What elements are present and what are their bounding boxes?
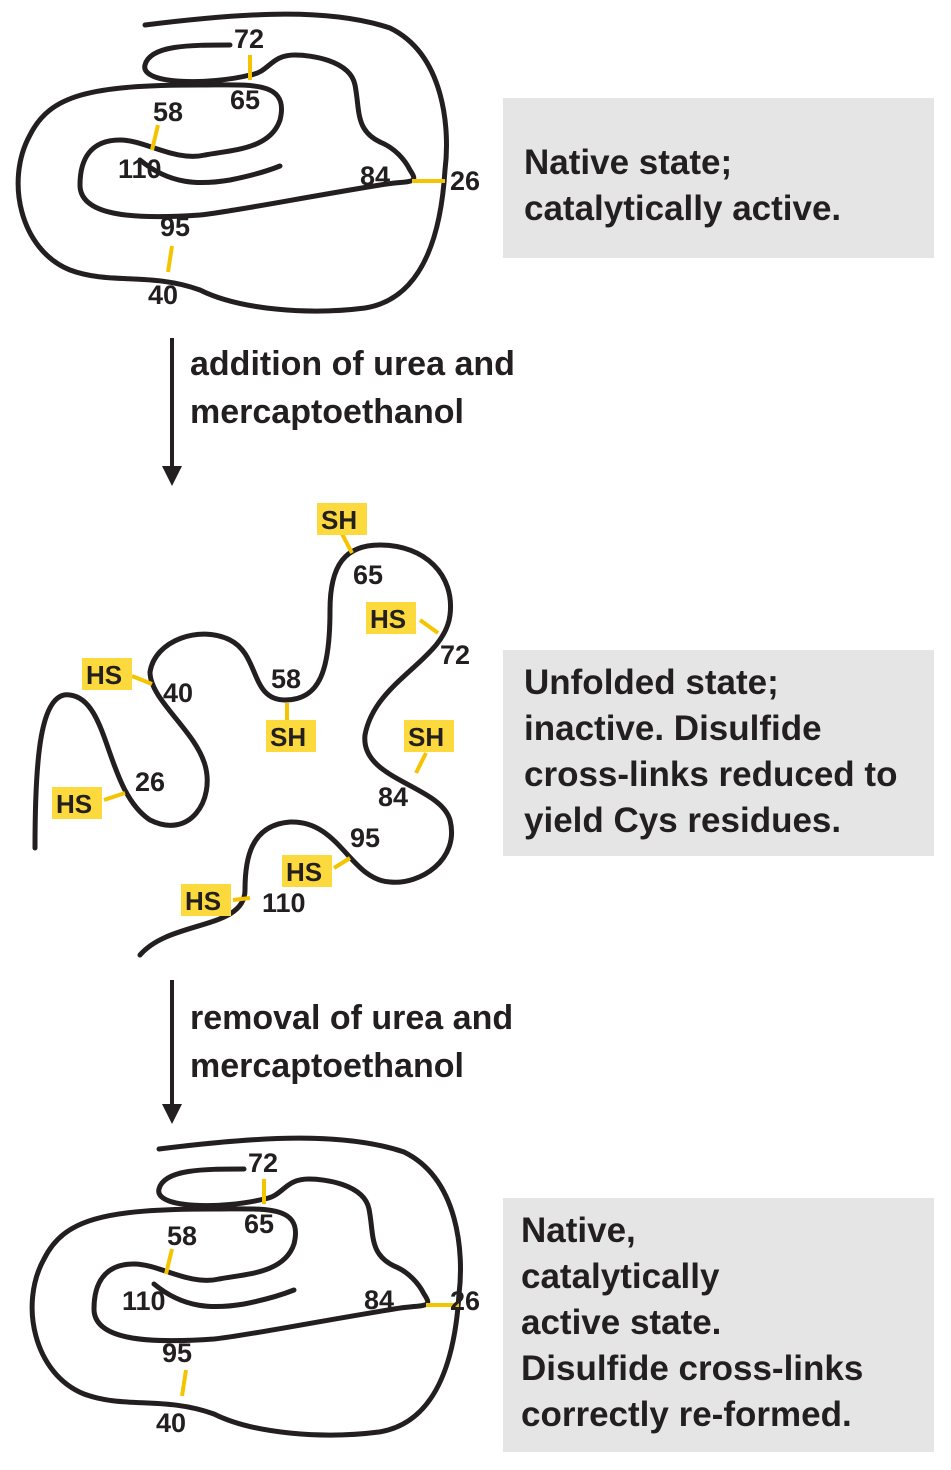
step-line: mercaptoethanol [190, 1047, 464, 1085]
thiol-tag: HS [366, 602, 416, 634]
residue-label: 84 [364, 1285, 394, 1315]
unfolded-state-panel [503, 650, 934, 856]
panel-line: Disulfide cross-links [521, 1349, 864, 1388]
svg-text:HS: HS [56, 789, 92, 819]
residue-label: 110 [262, 888, 306, 918]
thiol-bond-26 [103, 791, 126, 802]
residue-label: 110 [122, 1286, 166, 1316]
native-top-chain-tail [137, 157, 283, 186]
refolded-state-panel-text: Native, catalytically active state. Disu… [521, 1208, 863, 1438]
arrow-renature [162, 980, 182, 1124]
panel-line: Unfolded state; [524, 663, 779, 702]
residue-label: 26 [135, 767, 165, 797]
disulfide-58-110 [150, 124, 160, 151]
thiol-tag: HS [282, 855, 332, 887]
residue-label: 84 [360, 161, 390, 191]
panel-line: Native, [521, 1211, 636, 1250]
svg-text:HS: HS [286, 857, 322, 887]
panel-line: inactive. Disulfide [524, 709, 822, 748]
residue-label: 72 [234, 24, 264, 54]
svg-text:SH: SH [321, 505, 357, 535]
thiol-bond-40 [131, 674, 153, 686]
step-line: addition of urea and [190, 345, 515, 383]
thiol-bond-84 [414, 752, 428, 774]
thiol-tag: HS [82, 658, 132, 690]
denature-step-label: addition of urea and mercaptoethanol [190, 340, 515, 436]
disulfide-58-110 [164, 1248, 174, 1275]
residue-label: 58 [167, 1221, 197, 1251]
native-state-panel [503, 98, 934, 258]
residue-label: 110 [118, 154, 162, 184]
panel-line: yield Cys residues. [524, 801, 842, 840]
panel-line: catalytically [521, 1257, 720, 1296]
panel-line: active state. [521, 1303, 722, 1342]
panel-line: Native state; [524, 143, 733, 182]
disulfide-40-95 [166, 245, 174, 273]
native-bottom-chain [29, 1135, 463, 1438]
residue-label: 40 [156, 1408, 186, 1438]
thiol-tag: HS [181, 884, 231, 916]
panel-line: catalytically active. [524, 189, 842, 228]
unfolded-chain [32, 542, 455, 958]
residue-label: 95 [350, 823, 380, 853]
svg-text:SH: SH [270, 722, 306, 752]
native-bottom-chain-tail [151, 1281, 297, 1310]
thiol-tag: SH [317, 503, 367, 535]
renature-step-label: removal of urea and mercaptoethanol [190, 994, 513, 1090]
unfolded-state-panel-text: Unfolded state; inactive. Disulfide cros… [524, 660, 897, 844]
residue-label: 72 [440, 640, 470, 670]
residue-label: 95 [162, 1338, 192, 1368]
residue-label: 40 [148, 280, 178, 310]
residue-label: 58 [271, 664, 301, 694]
thiol-tag: SH [266, 720, 316, 752]
step-line: removal of urea and [190, 999, 514, 1037]
refolded-state-panel [503, 1198, 934, 1452]
svg-text:SH: SH [408, 722, 444, 752]
native-state-panel-text: Native state; catalytically active. [524, 140, 841, 232]
residue-label: 65 [230, 85, 260, 115]
step-line: mercaptoethanol [190, 393, 464, 431]
native-state-top: 72 65 58 110 84 26 95 40 [15, 11, 480, 314]
residue-label: 84 [378, 782, 408, 812]
residue-label: 40 [163, 678, 193, 708]
native-top-chain [15, 11, 449, 314]
thiol-bond-95 [332, 856, 352, 870]
unfolded-state: 65 72 40 58 26 84 95 110 SH HS HS SH SH [32, 503, 470, 958]
thiol-tag: SH [404, 720, 454, 752]
residue-label: 65 [244, 1209, 274, 1239]
svg-text:HS: HS [370, 604, 406, 634]
residue-label: 26 [450, 166, 480, 196]
thiol-bond-110 [232, 896, 251, 902]
arrow-denature [162, 338, 182, 486]
thiol-bond-72 [418, 618, 440, 635]
svg-text:HS: HS [185, 886, 221, 916]
thiol-tag: HS [52, 787, 102, 819]
native-state-bottom: 72 65 58 110 84 26 95 40 [29, 1135, 480, 1438]
disulfide-40-95 [180, 1369, 188, 1397]
residue-label: 95 [160, 212, 190, 242]
panel-line: correctly re-formed. [521, 1395, 852, 1434]
residue-label: 72 [248, 1148, 278, 1178]
residue-label: 65 [353, 560, 383, 590]
residue-label: 26 [450, 1286, 480, 1316]
panel-line: cross-links reduced to [524, 755, 898, 794]
svg-text:HS: HS [86, 660, 122, 690]
residue-label: 58 [153, 97, 183, 127]
